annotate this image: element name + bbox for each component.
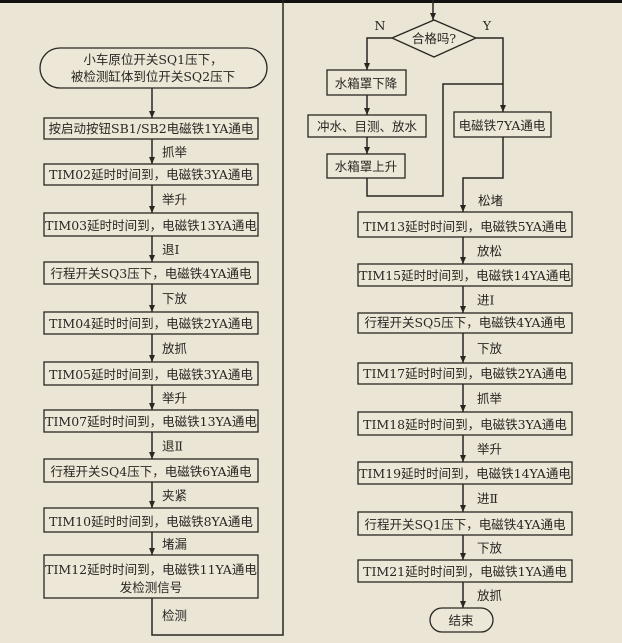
process-text-line2: 发检测信号 — [120, 580, 183, 595]
step-label: 退Ⅱ — [162, 439, 183, 454]
step-label: 退Ⅰ — [162, 242, 180, 257]
end-terminal — [429, 607, 494, 633]
process-box — [43, 409, 259, 433]
process-text: 按启动按钮SB1/SB2电磁铁1YA通电 — [49, 121, 254, 136]
process-text: TIM03延时时间到，电磁铁13YA通电 — [45, 218, 257, 233]
step-label: 举升 — [162, 192, 187, 207]
process-box — [357, 211, 573, 238]
return-line — [151, 0, 284, 636]
process-text: 水箱罩下降 — [335, 76, 398, 91]
process-box — [43, 458, 259, 483]
step-label: 进Ⅱ — [477, 491, 498, 506]
process-box-detect — [43, 554, 259, 599]
process-text: TIM10延时时间到，电磁铁8YA通电 — [49, 514, 253, 529]
process-text: 行程开关SQ1压下，电磁铁4YA通电 — [364, 517, 566, 532]
step-label: 进Ⅰ — [477, 293, 495, 308]
process-text: 行程开关SQ3压下，电磁铁4YA通电 — [50, 266, 252, 281]
step-label: 举升 — [162, 391, 187, 406]
end-text: 结束 — [448, 613, 474, 628]
step-label: 抓举 — [477, 391, 503, 406]
start-terminal — [39, 47, 268, 89]
step-label: 下放 — [477, 541, 503, 556]
step-label: 放松 — [477, 244, 502, 259]
process-text: 电磁铁7YA通电 — [459, 118, 546, 133]
process-box — [357, 312, 573, 334]
process-box — [357, 461, 573, 485]
process-text: TIM13延时时间到，电磁铁5YA通电 — [363, 219, 567, 234]
process-text: 冲水、目测、放水 — [317, 119, 418, 134]
no-label: N — [375, 18, 386, 33]
process-text: TIM05延时时间到，电磁铁3YA通电 — [49, 367, 253, 382]
process-box — [43, 212, 259, 237]
process-box — [43, 261, 259, 285]
process-box — [43, 361, 259, 386]
process-text: 水箱罩上升 — [335, 159, 398, 174]
decision-text: 合格吗? — [412, 31, 457, 46]
left-column: 小车原位开关SQ1压下， 被检测缸体到位开关SQ2压下按启动按钮SB1/SB2电磁… — [39, 0, 284, 636]
process-box — [43, 311, 259, 335]
yes-branch-line — [476, 37, 506, 112]
process-text: TIM15延时时间到，电磁铁14YA通电 — [359, 268, 571, 283]
top-edge — [0, 0, 622, 3]
step-label: 放抓 — [162, 341, 188, 356]
process-box — [357, 411, 573, 436]
step-label: 夹紧 — [162, 488, 187, 503]
process-text: TIM04延时时间到，电磁铁2YA通电 — [49, 316, 253, 331]
process-box — [357, 511, 573, 536]
process-box — [357, 263, 573, 287]
process-text: TIM18延时时间到，电磁铁3YA通电 — [363, 417, 567, 432]
step-label: 检测 — [162, 608, 187, 623]
step-label: 举升 — [477, 442, 502, 457]
process-text: TIM07延时时间到，电磁铁13YA通电 — [45, 414, 257, 429]
process-text: 行程开关SQ4压下，电磁铁6YA通电 — [50, 464, 252, 479]
loop-line — [366, 83, 503, 197]
step-label: 堵漏 — [162, 537, 187, 552]
step-label: 下放 — [162, 291, 188, 306]
step-label: 松堵 — [478, 193, 503, 208]
process-text: 行程开关SQ5压下，电磁铁4YA通电 — [364, 315, 566, 330]
process-text: TIM19延时时间到，电磁铁14YA通电 — [359, 466, 571, 481]
process-box — [326, 69, 407, 96]
process-box — [43, 117, 259, 140]
process-box — [43, 163, 259, 186]
process-box — [326, 153, 406, 179]
process-box — [357, 559, 573, 583]
step-label: 放抓 — [477, 588, 503, 603]
process-box — [453, 111, 552, 138]
process-text: TIM02延时时间到，电磁铁3YA通电 — [49, 167, 253, 182]
no-branch-line — [364, 37, 392, 70]
start-text-line1: 小车原位开关SQ1压下， — [83, 52, 222, 67]
yes-label: Y — [482, 18, 492, 33]
process-text-line1: TIM12延时时间到，电磁铁11YA通电 — [45, 562, 257, 577]
start-text-line2: 被检测缸体到位开关SQ2压下 — [71, 69, 235, 84]
process-text: TIM17延时时间到，电磁铁2YA通电 — [363, 366, 567, 381]
step-label: 下放 — [477, 341, 503, 356]
process-box — [357, 362, 573, 385]
connector-line — [460, 137, 504, 212]
process-text: TIM21延时时间到，电磁铁1YA通电 — [363, 564, 567, 579]
process-box — [43, 507, 259, 533]
step-label: 抓举 — [162, 145, 188, 160]
